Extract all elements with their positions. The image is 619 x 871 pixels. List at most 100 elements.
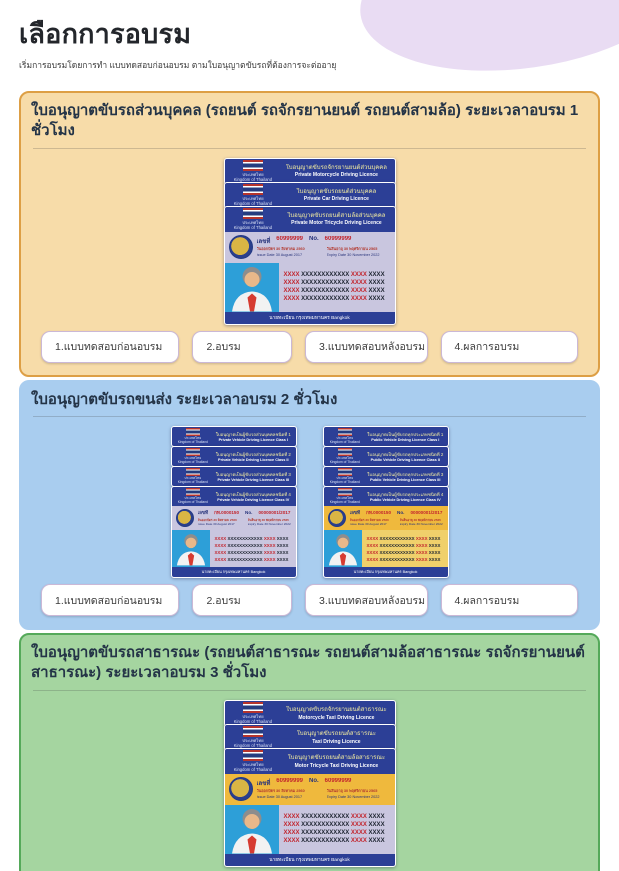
thailand-flag-icon: [242, 702, 263, 714]
card-licence-number: เลขที่60999999 No.60999999: [256, 778, 352, 788]
card-title-th: ใบอนุญาตขับรถยนต์สามล้อส่วนบุคคล: [287, 212, 386, 219]
training-button[interactable]: 2.อบรม: [192, 584, 293, 617]
garuda-seal-icon: [175, 509, 194, 528]
card-photo: [171, 530, 210, 568]
card-title-en: Public Vehicle Driving Licence Class III: [370, 477, 441, 482]
card-title-en: Private Motorcycle Driving Licence: [294, 172, 378, 179]
section-title: ใบอนุญาตขับรถขนส่ง ระยะเวลาอบรม 2 ชั่วโม…: [31, 390, 338, 408]
card-licence-number: เลขที่กท.0000150 No.00000001/2017: [349, 509, 443, 515]
card-title-en: Motor Tricycle Taxi Driving Licence: [294, 762, 379, 769]
card-title-en: Private Vehicle Driving Licence Class II: [218, 457, 289, 462]
section-public-licence: ใบอนุญาตขับรถสาธารณะ (รถยนต์สาธารณะ รถยน…: [19, 633, 600, 871]
pretest-button[interactable]: 1.แบบทดสอบก่อนอบรม: [41, 330, 180, 363]
garuda-seal-icon: [327, 509, 346, 528]
training-result-button[interactable]: 4.ผลการอบรม: [440, 330, 578, 363]
card-registrar: นายทะเบียน กรุงเทพมหานคร Bangkok: [171, 567, 296, 578]
card-title-th: ใบอนุญาตเป็นผู้ขับรถส่วนบุคคลชนิดที่ 1: [215, 431, 291, 437]
thailand-flag-icon: [185, 428, 200, 437]
thailand-flag-icon: [337, 488, 352, 497]
section-title: ใบอนุญาตขับรถส่วนบุคคล (รถยนต์ รถจักรยาน…: [31, 102, 579, 139]
card-holder-text: XXXX XXXXXXXXXXXX XXXX XXXX: [214, 535, 289, 541]
step-button-row: 1.แบบทดสอบก่อนอบรม 2.อบรม 3.แบบทดสอบหลัง…: [31, 330, 588, 363]
section-title: ใบอนุญาตขับรถสาธารณะ (รถยนต์สาธารณะ รถยน…: [31, 644, 585, 682]
pretest-button[interactable]: 1.แบบทดสอบก่อนอบรม: [41, 584, 180, 617]
garuda-seal-icon: [228, 235, 253, 260]
section-divider: [33, 147, 586, 149]
thailand-flag-icon: [242, 750, 263, 762]
card-title-en: Private Car Driving Licence: [303, 196, 369, 203]
card-title-th: ใบอนุญาตเป็นผู้ขับรถส่วนบุคคลชนิดที่ 4: [215, 491, 291, 497]
card-holder-text: XXXX XXXXXXXXXXXX XXXX XXXX: [283, 822, 385, 829]
card-title-en: Public Vehicle Driving Licence Class II: [370, 457, 440, 462]
card-registrar: นายทะเบียน กรุงเทพมหานคร Bangkok: [323, 567, 448, 578]
card-holder-text: XXXX XXXXXXXXXXXX XXXX XXXX: [214, 549, 289, 555]
card-title-th: ใบอนุญาตเป็นผู้ขับรถส่วนบุคคลชนิดที่ 2: [215, 451, 291, 457]
thailand-flag-icon: [337, 428, 352, 437]
card-registrar: นายทะเบียน กรุงเทพมหานคร Bangkok: [224, 311, 395, 324]
training-button[interactable]: 2.อบรม: [192, 330, 293, 363]
card-title-en: Motorcycle Taxi Driving Licence: [298, 714, 375, 721]
posttest-button[interactable]: 3.แบบทดสอบหลังอบรม: [305, 330, 428, 363]
card-title-th: ใบอนุญาตขับรถยนต์สาธารณะ: [296, 731, 376, 738]
card-title-th: ใบอนุญาตเป็นผู้ขับรถทุกประเภทชนิดที่ 4: [367, 491, 444, 497]
thailand-flag-icon: [242, 726, 263, 738]
card-title-th: ใบอนุญาตขับรถยนต์ส่วนบุคคล: [296, 188, 377, 195]
card-photo: [323, 530, 362, 568]
card-licence-number: เลขที่กท.0000150 No.00000001/2017: [197, 509, 291, 515]
card-title-th: ใบอนุญาตเป็นผู้ขับรถทุกประเภทชนิดที่ 1: [367, 431, 444, 437]
posttest-button[interactable]: 3.แบบทดสอบหลังอบรม: [305, 584, 428, 617]
card-title-en: Taxi Driving Licence: [312, 738, 361, 745]
thailand-flag-icon: [242, 183, 263, 195]
card-holder-text: XXXX XXXXXXXXXXXX XXXX XXXX: [283, 296, 385, 303]
card-info-band: เลขที่60999999 No.60999999 วันออกบัตร 30…: [224, 773, 395, 805]
section-transport-licence: ใบอนุญาตขับรถขนส่ง ระยะเวลาอบรม 2 ชั่วโม…: [19, 379, 600, 631]
card-holder-text: XXXX XXXXXXXXXXXX XXXX XXXX: [283, 830, 385, 837]
card-holder-text: XXXX XXXXXXXXXXXX XXXX XXXX: [366, 556, 441, 562]
thailand-flag-icon: [242, 159, 263, 171]
thailand-flag-icon: [337, 448, 352, 457]
card-info-band: เลขที่60999999 No.60999999 วันออกบัตร 30…: [224, 231, 395, 263]
garuda-seal-icon: [228, 777, 253, 802]
training-result-button[interactable]: 4.ผลการอบรม: [440, 584, 578, 617]
section-divider: [33, 689, 586, 691]
card-holder-text: XXXX XXXXXXXXXXXX XXXX XXXX: [214, 542, 289, 548]
